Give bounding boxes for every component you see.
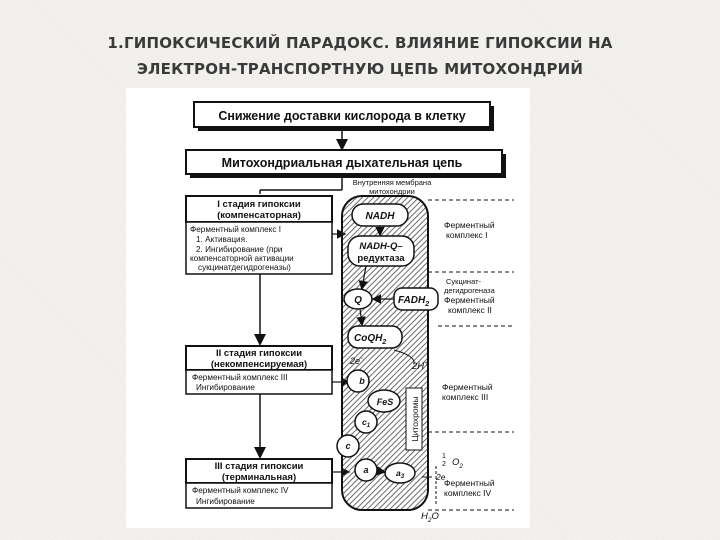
respiratory-chain-box: Митохондриальная дыхательная цепь [185, 149, 506, 178]
proton-arrow [393, 349, 415, 365]
stage-1-title-1: I стадия гипоксии [217, 199, 301, 210]
cyt-c1-label: c [362, 417, 367, 427]
cyt-a3-subscript: 3 [401, 474, 405, 480]
cytochrome-c-node: c [336, 434, 360, 458]
h2o-o-label: O [432, 511, 440, 522]
svg-text:2H+: 2H+ [411, 360, 428, 372]
fes-node: FeS [367, 389, 401, 413]
two-h-label: 2H [411, 361, 424, 372]
coqh2-label: CoQH [354, 333, 383, 344]
two-e-2-label: 2e [435, 472, 446, 482]
nadh-label: NADH [366, 211, 396, 222]
fadh2-label: FADH [398, 295, 426, 306]
stage-1-text-3: 2. Ингибирование (при [196, 245, 282, 254]
stage-3-title-2: (терминальная) [222, 472, 296, 483]
slide-title-line-2: ЭЛЕКТРОН-ТРАНСПОРТНУЮ ЦЕПЬ МИТОХОНДРИЙ [136, 60, 584, 78]
cytochromes-label: Цитохромы [410, 396, 420, 441]
nadh-q-label-2: редуктаза [357, 253, 405, 264]
h2o-label: H [421, 511, 428, 522]
svg-text:H2O: H2O [421, 511, 440, 524]
o2-subscript: 2 [458, 463, 463, 470]
nadh-node: NADH [351, 203, 409, 227]
sdh-label-1: Сукцинат- [446, 277, 482, 286]
oxygen-delivery-label: Снижение доставки кислорода в клетку [218, 109, 465, 123]
cytochromes-label-box: Цитохромы [405, 387, 423, 451]
complex-2-label-1: Ферментный [444, 295, 495, 305]
stage-2-text-1: Ферментный комплекс III [192, 373, 288, 382]
cyt-c-label: c [345, 441, 350, 451]
membrane-label-1: Внутренняя мембрана [353, 178, 432, 187]
arrow-a-to-a3 [376, 466, 387, 476]
stage-3-title-1: III стадия гипоксии [215, 461, 304, 472]
slide-title: 1.ГИПОКСИЧЕСКИЙ ПАРАДОКС. ВЛИЯНИЕ ГИПОКС… [20, 30, 700, 82]
q-node: Q [343, 288, 373, 310]
nadh-q-reductase-node: NADH-Q– редуктаза [347, 235, 415, 267]
half-numerator: 1 [442, 453, 446, 460]
complex-dividers [428, 199, 514, 511]
cyt-b-label: b [359, 376, 365, 386]
cytochrome-c1-node: c1 [354, 410, 378, 434]
two-e-minus: − [360, 356, 364, 362]
diagram-figure: Снижение доставки кислорода в клетку Мит… [126, 88, 530, 528]
two-e-label: 2e [349, 356, 360, 366]
cyt-a3-label: a [396, 468, 401, 478]
cytochrome-a3-node: a3 [384, 462, 416, 484]
diagram-svg: Снижение доставки кислорода в клетку Мит… [185, 101, 514, 524]
membrane-label-2: митохондрии [369, 187, 415, 196]
complex-4-label-2: комплекс IV [444, 488, 491, 498]
coqh2-subscript: 2 [381, 339, 386, 346]
stage-3-block: III стадия гипоксии (терминальная) Ферме… [185, 458, 333, 509]
stage-1-text-5: сукцинатдегидрогеназы) [198, 263, 291, 272]
coqh2-node: CoQH2 [347, 325, 403, 349]
stage-1-text-1: Ферментный комплекс I [190, 225, 281, 234]
sdh-label-2: дегидрогеназа [444, 286, 496, 295]
svg-text:O2: O2 [452, 457, 463, 470]
oxygen-delivery-box: Снижение доставки кислорода в клетку [193, 101, 494, 131]
half-denominator: 2 [442, 461, 446, 468]
fes-label: FeS [377, 397, 394, 407]
stage-2-text-2: Ингибирование [196, 383, 255, 392]
stage-2-title-2: (некомпенсируемая) [211, 359, 307, 370]
fadh2-subscript: 2 [424, 301, 429, 308]
cytochrome-b-node: b [346, 369, 370, 393]
q-label: Q [354, 295, 362, 306]
nadh-q-label-1: NADH-Q– [359, 241, 403, 252]
stage-1-text-2: 1. Активация. [196, 235, 247, 244]
stage-1-title-2: (компенсаторная) [217, 210, 301, 221]
respiratory-chain-label: Митохондриальная дыхательная цепь [222, 156, 463, 170]
svg-text:a3: a3 [396, 468, 405, 480]
complex-1-label-2: комплекс I [446, 230, 487, 240]
complex-4-label-1: Ферментный [444, 478, 495, 488]
cyt-c1-subscript: 1 [367, 423, 371, 429]
svg-text:2e−: 2e− [349, 356, 364, 366]
h2o-subscript: 2 [427, 517, 432, 524]
arrow-q-to-coqh2 [356, 308, 366, 327]
svg-text:c1: c1 [362, 417, 371, 429]
two-h-plus: + [424, 360, 428, 367]
stage-2-title-1: II стадия гипоксии [216, 348, 302, 359]
complex-3-label-2: комплекс III [442, 392, 488, 402]
complex-1-label-1: Ферментный [444, 220, 495, 230]
o2-label: O [452, 457, 460, 468]
svg-text:CoQH2: CoQH2 [354, 333, 386, 346]
slide-title-line-1: 1.ГИПОКСИЧЕСКИЙ ПАРАДОКС. ВЛИЯНИЕ ГИПОКС… [107, 34, 613, 52]
stage-1-block: I стадия гипоксии (компенсаторная) Ферме… [185, 195, 333, 275]
stage-2-block: II стадия гипоксии (некомпенсируемая) Фе… [185, 345, 333, 395]
svg-text:FADH2: FADH2 [398, 295, 429, 308]
cytochrome-a-node: a [354, 458, 378, 482]
cyt-a-label: a [363, 465, 368, 475]
stage-3-text-1: Ферментный комплекс IV [192, 486, 289, 495]
complex-2-label-2: комплекс II [448, 305, 492, 315]
arrow-reductase-to-q [358, 265, 369, 291]
complex-3-label-1: Ферментный [442, 382, 493, 392]
fadh2-node: FADH2 [393, 287, 439, 311]
stage-1-text-4: компенсаторной активации [190, 254, 294, 263]
stage-3-text-2: Ингибирование [196, 497, 255, 506]
